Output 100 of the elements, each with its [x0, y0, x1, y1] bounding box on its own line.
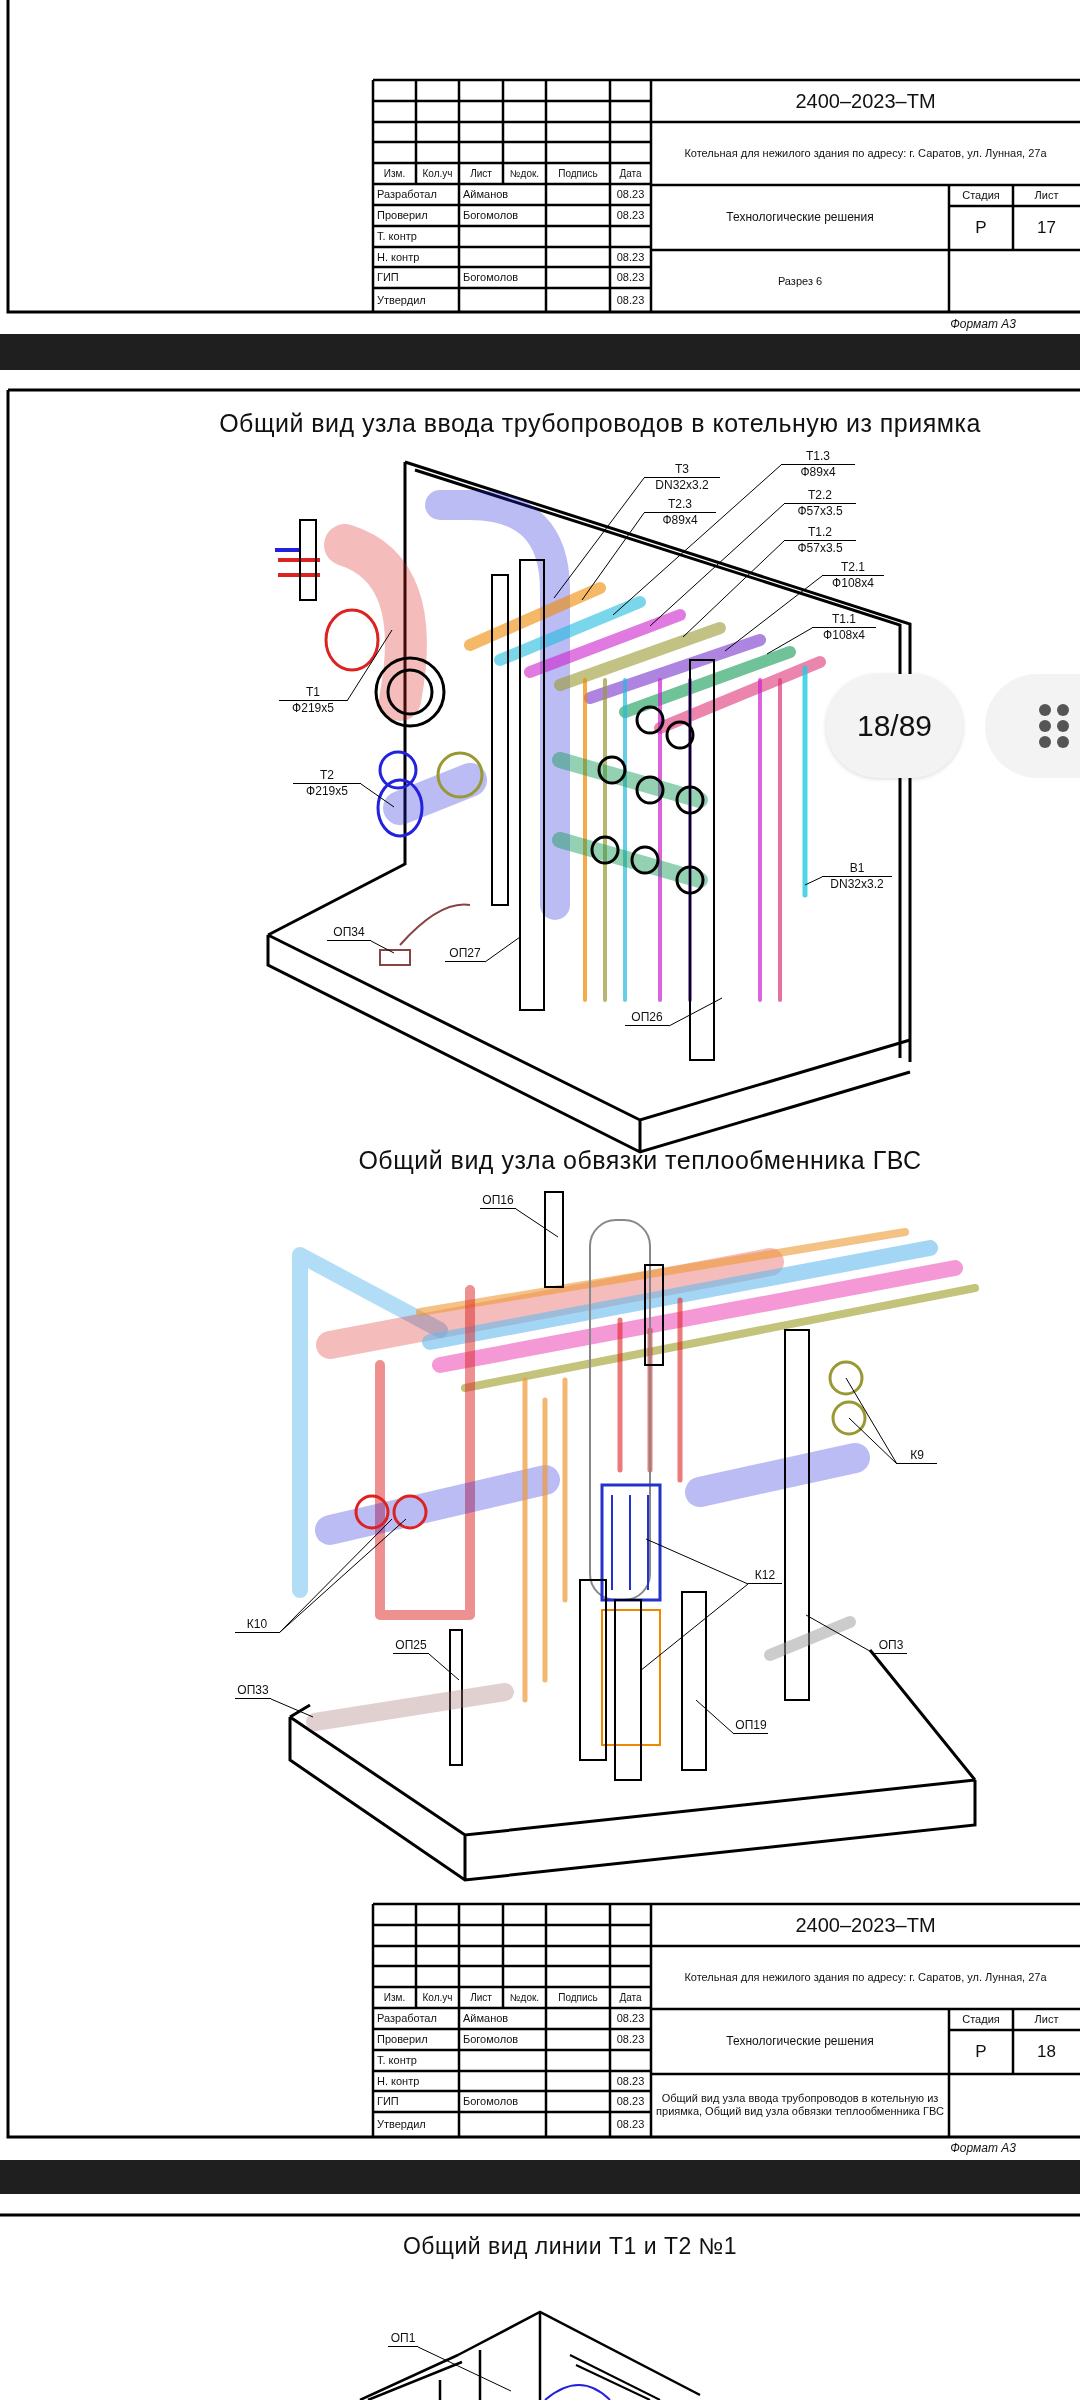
leader-line: [649, 503, 785, 627]
role-name: Н. контр: [377, 250, 420, 264]
callout-label: ОП3: [875, 1638, 907, 1654]
date-text: 08.23: [616, 2012, 645, 2025]
date-text: 08.23: [616, 2033, 645, 2046]
callout-label: Т1.1 Ф108х4: [812, 612, 876, 643]
drawing-name: Общий вид узла ввода трубопроводов в котельную из приямка, Общий вид узла обвязки теплообменника ГВС: [655, 2092, 945, 2118]
format-note: Формат А3: [950, 2142, 1016, 2156]
leader-line: [845, 1377, 898, 1465]
date-text: 08.23: [616, 293, 645, 307]
page-counter: 18/89: [826, 674, 963, 778]
leader-line: [766, 627, 813, 655]
column-header: Лист: [470, 1991, 492, 2004]
format-note: Формат А3: [950, 318, 1016, 332]
callout-label: Т3 DN32x3.2: [644, 462, 720, 493]
date-text: 08.23: [616, 2074, 645, 2088]
column-header: Кол.уч: [422, 167, 453, 180]
leader-line: [848, 1417, 898, 1465]
callout-label: В1 DN32x3.2: [822, 861, 892, 892]
leader-line: [370, 940, 395, 954]
date-text: 08.23: [616, 271, 645, 284]
sheet-number: 17: [1037, 218, 1056, 238]
role-name: Т. контр: [377, 2054, 417, 2067]
sheet-number: 18: [1037, 2042, 1056, 2062]
sheet-header: Лист: [1034, 2013, 1059, 2026]
role-name: Разработал: [377, 188, 437, 201]
leader-line: [417, 2346, 512, 2392]
leader-line: [639, 1583, 749, 1672]
date-text: 08.23: [616, 250, 645, 264]
leader-line: [553, 477, 645, 599]
view-heading: Общий вид узла обвязки теплообменника ГВС: [358, 1145, 922, 1175]
sheet-header: Лист: [1034, 189, 1059, 202]
date-text: 08.23: [616, 209, 645, 222]
column-header: Лист: [470, 167, 492, 180]
role-name: Проверил: [377, 209, 428, 222]
role-name: ГИП: [377, 2095, 399, 2108]
callout-label: ОП1: [388, 2331, 418, 2347]
role-name: Утвердил: [377, 293, 426, 307]
callout-label: Т2.3 Ф89х4: [644, 497, 716, 528]
person-name: Айманов: [463, 2012, 509, 2025]
leader-line: [515, 1208, 559, 1238]
callout-label: Т2 Ф219х5: [293, 768, 361, 799]
role-name: ГИП: [377, 271, 399, 284]
role-name: Разработал: [377, 2012, 437, 2025]
callout-label: ОП27: [445, 946, 485, 962]
column-header: №док.: [509, 1991, 540, 2004]
column-header: Кол.уч: [422, 1991, 453, 2004]
person-name: Богомолов: [463, 2033, 519, 2046]
callout-label: ОП34: [327, 925, 371, 941]
view-heading: Общий вид линии Т1 и Т2 №1: [402, 2232, 738, 2260]
document-code: 2400–2023–ТМ: [795, 89, 936, 113]
person-name: Богомолов: [463, 209, 519, 222]
callout-label: Т1.3 Ф89х4: [781, 449, 855, 480]
date-text: 08.23: [616, 2117, 645, 2131]
date-text: 08.23: [616, 2095, 645, 2108]
leader-line: [668, 997, 723, 1027]
project-address: Котельная для нежилого здания по адресу: г. Саратов, ул. Лунная, 27а: [684, 1971, 1047, 1984]
section-title: Технологические решения: [726, 210, 874, 225]
callout-label: Т2.1 Ф108х4: [822, 560, 884, 591]
callout-label: Т1 Ф219х5: [279, 685, 347, 716]
leader-line: [724, 575, 823, 652]
leader-line: [346, 629, 393, 702]
person-name: Богомолов: [463, 2095, 519, 2108]
column-header: Дата: [619, 167, 642, 180]
leader-line: [484, 936, 521, 963]
callout-label: ОП19: [734, 1718, 768, 1734]
column-header: Дата: [619, 1991, 642, 2004]
column-header: Изм.: [383, 1991, 406, 2004]
stage-value: Р: [975, 2042, 987, 2062]
leader-line: [805, 1614, 876, 1655]
view-heading: Общий вид узла ввода трубопроводов в котельную из приямка: [219, 408, 981, 438]
leader-line: [682, 540, 785, 638]
section-title: Технологические решения: [726, 2034, 874, 2049]
stage-header: Стадия: [962, 2013, 1000, 2026]
stage-value: Р: [975, 218, 987, 238]
person-name: Богомолов: [463, 271, 519, 284]
role-name: Утвердил: [377, 2117, 426, 2131]
leader-line: [695, 1699, 735, 1735]
leader-line: [804, 876, 823, 886]
column-header: Подпись: [558, 167, 598, 180]
person-name: Айманов: [463, 188, 509, 201]
role-name: Н. контр: [377, 2074, 420, 2088]
callout-label: Т1.2 Ф57х3.5: [784, 525, 856, 556]
project-address: Котельная для нежилого здания по адресу: г. Саратов, ул. Лунная, 27а: [684, 147, 1047, 160]
stage-header: Стадия: [962, 189, 1000, 202]
callout-label: ОП26: [625, 1010, 669, 1026]
role-name: Проверил: [377, 2033, 428, 2046]
leader-line: [360, 783, 395, 808]
column-header: Подпись: [558, 1991, 598, 2004]
callout-label: ОП16: [480, 1193, 516, 1209]
column-header: Изм.: [383, 167, 406, 180]
role-name: Т. контр: [377, 230, 417, 243]
callout-label: ОП25: [393, 1638, 429, 1654]
callout-label: К12: [748, 1568, 782, 1584]
leader-line: [428, 1653, 460, 1681]
callout-label: К10: [235, 1617, 279, 1633]
document-code: 2400–2023–ТМ: [795, 1913, 936, 1937]
leader-line: [270, 1698, 314, 1718]
column-header: №док.: [509, 167, 540, 180]
leader-line: [581, 512, 645, 601]
